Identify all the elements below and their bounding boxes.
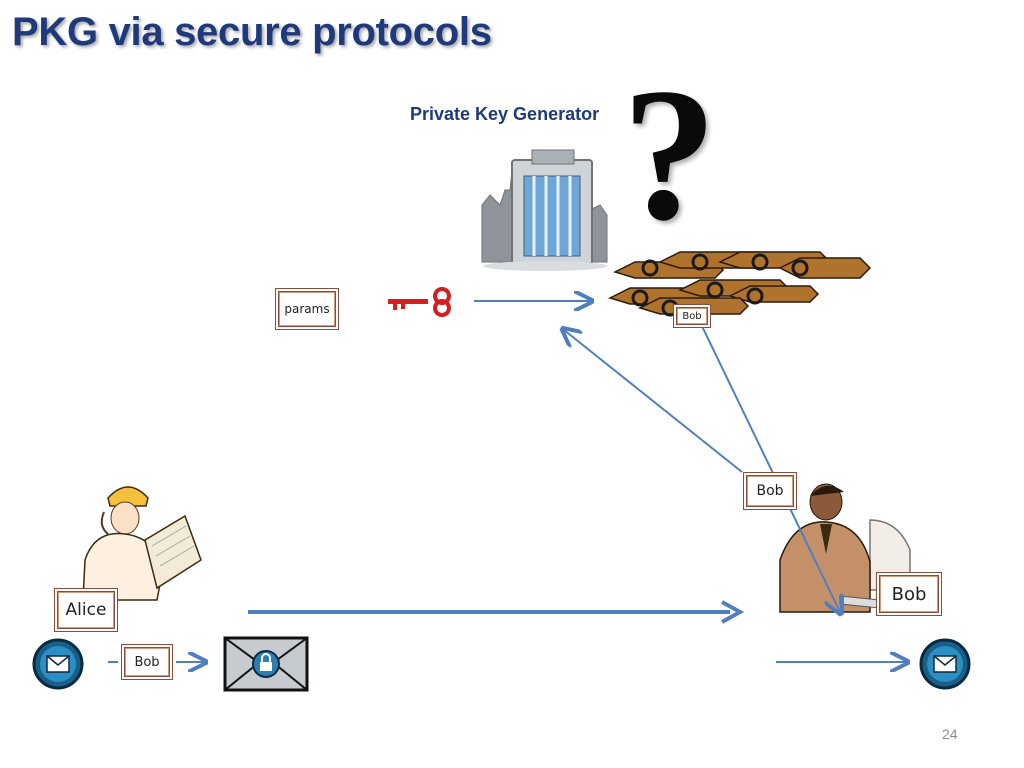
- bob-key-tag-label: Bob: [682, 310, 702, 322]
- pkg-label: Private Key Generator: [410, 104, 600, 124]
- bob-key-tag: Bob: [673, 304, 711, 328]
- params-tag-label: params: [284, 302, 330, 316]
- slide-title: PKG via secure protocols: [12, 10, 492, 54]
- arrow-pkg-key-to-bob: [699, 321, 840, 612]
- locked-envelope-icon: [223, 636, 309, 692]
- bob-sender-tag: Bob: [121, 644, 173, 680]
- bob-receiver-tag-label: Bob: [891, 583, 927, 605]
- master-key-icon: [388, 287, 451, 317]
- bob-request-tag: Bob: [743, 472, 797, 510]
- alice-person-icon: [82, 486, 202, 601]
- office-building-icon: [481, 149, 608, 271]
- key-bundle-icon: [607, 251, 872, 317]
- alice-tag-label: Alice: [65, 600, 107, 620]
- bob-request-tag-label: Bob: [756, 483, 784, 499]
- bob-sender-tag-label: Bob: [134, 654, 160, 670]
- bob-receiver-tag: Bob: [876, 572, 942, 616]
- arrow-bob-request-to-pkg: [564, 330, 743, 473]
- alice-tag: Alice: [54, 588, 118, 632]
- params-tag: params: [275, 288, 339, 330]
- page-number: 24: [942, 726, 958, 742]
- question-mark: ?: [622, 50, 717, 260]
- mail-icon-right: [919, 638, 971, 690]
- mail-icon-left: [32, 638, 84, 690]
